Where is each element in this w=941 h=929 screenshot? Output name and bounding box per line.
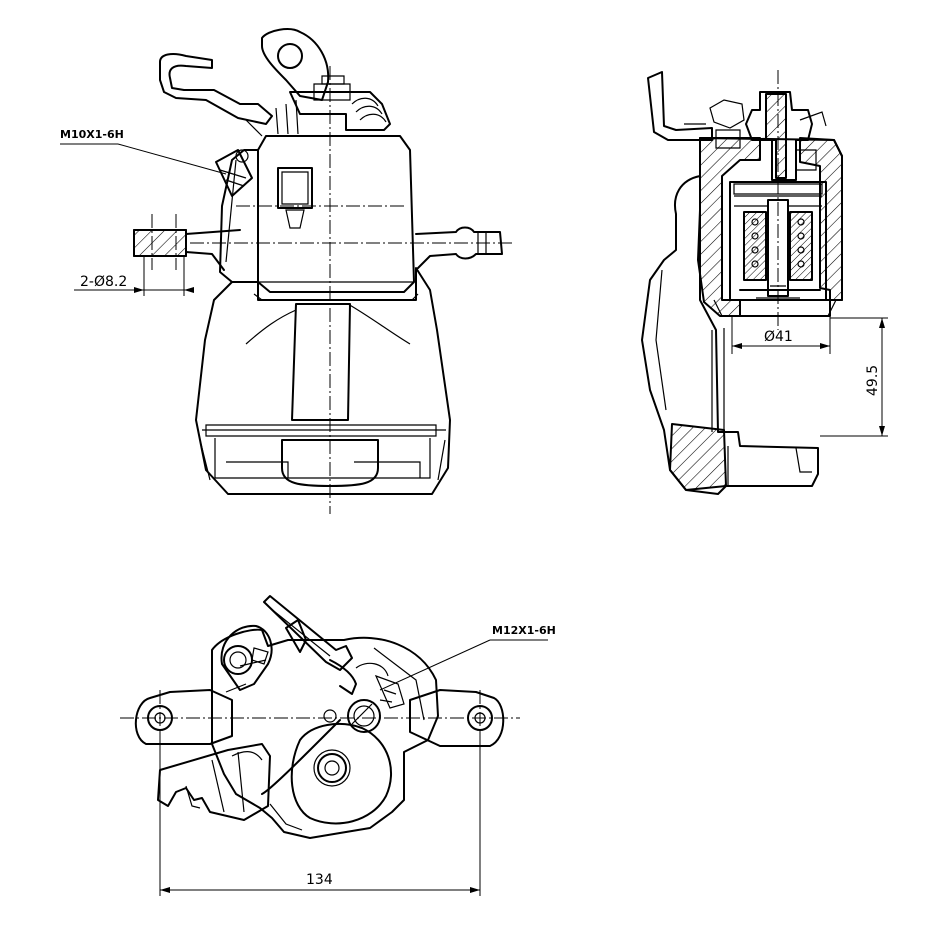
front-lever (159, 53, 273, 125)
top-rear-housing (211, 628, 439, 839)
top-left-arm (220, 624, 273, 691)
front-piston-stem (291, 303, 351, 421)
front-view: 2-Ø8.2 M10X1-6H (60, 28, 512, 514)
dim-height-side: 49.5 (865, 365, 881, 396)
side-lever (647, 71, 713, 141)
side-lower-section (669, 423, 727, 491)
top-spring-wire (261, 719, 341, 795)
label-thread-top: M12X1-6H (492, 624, 556, 637)
dim-piston-diameter: Ø41 (764, 329, 793, 345)
side-piston-housing (729, 181, 827, 301)
front-top-boss (289, 91, 391, 131)
top-fitting (157, 743, 271, 821)
top-handbrake-lever (263, 595, 353, 671)
front-cylinder-block (257, 135, 415, 293)
front-lever-eye (261, 28, 330, 101)
top-view: 134 M12X1-6H (120, 595, 556, 896)
dim-holes-front: 2-Ø8.2 (80, 274, 127, 290)
front-right-ear (415, 226, 503, 269)
front-bleeder (215, 149, 253, 197)
side-section-view: Ø41 49.5 (641, 70, 888, 495)
label-thread-front: M10X1-6H (60, 128, 124, 141)
top-right-ear (409, 689, 505, 747)
front-port (277, 167, 313, 209)
front-lower-housing (195, 267, 451, 495)
top-left-ear (134, 689, 233, 745)
side-top-nut (745, 91, 813, 181)
top-cam-disc (290, 723, 393, 825)
side-outer-claw (641, 175, 819, 495)
dim-width-top: 134 (306, 872, 333, 888)
